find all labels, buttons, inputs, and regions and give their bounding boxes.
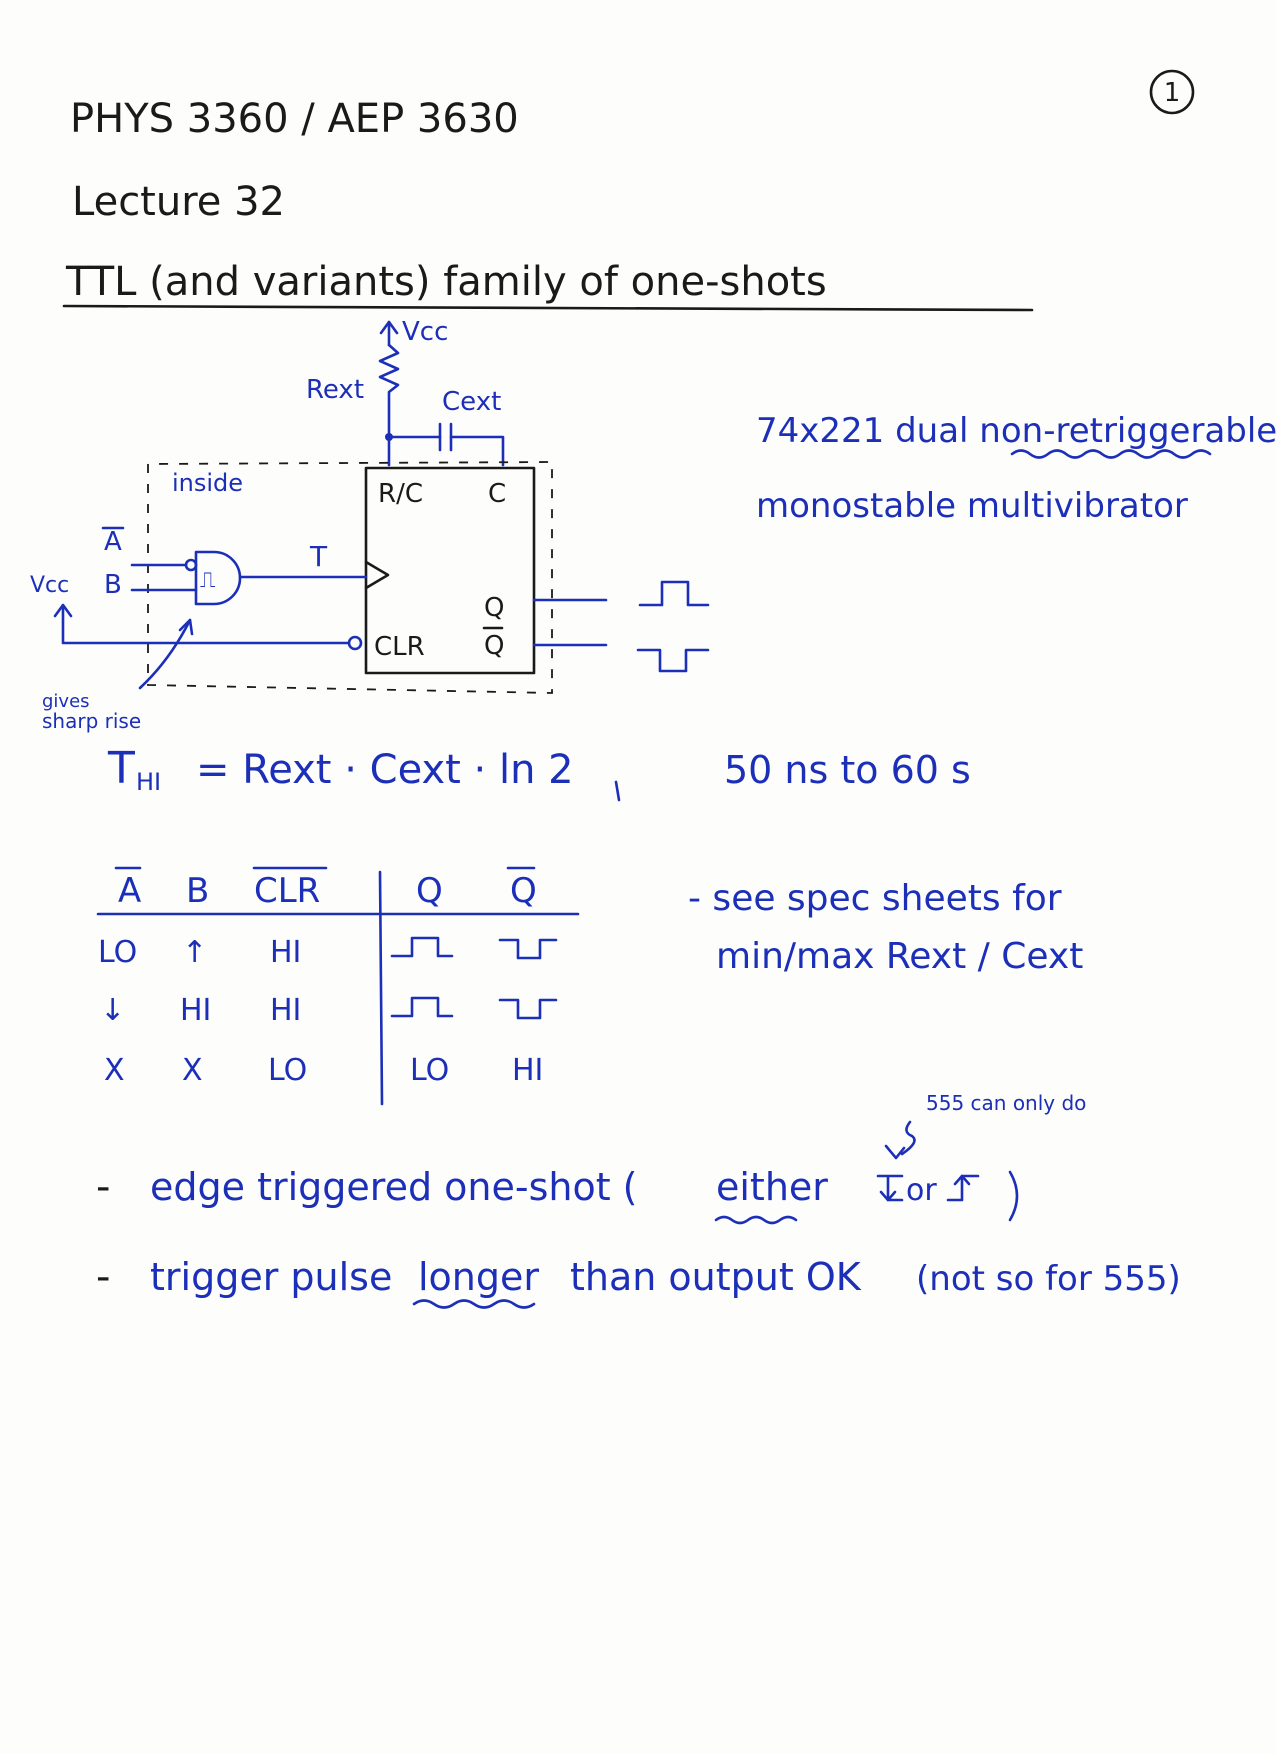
bullet1-rising-edge-icon bbox=[946, 1174, 980, 1202]
row1-clr: HI bbox=[270, 935, 301, 970]
rext-resistor bbox=[378, 343, 400, 439]
lecture-number: Lecture 32 bbox=[72, 179, 285, 225]
course-title: PHYS 3360 / AEP 3630 bbox=[70, 96, 519, 142]
chip-description-line1: 74x221 dual non-retriggerable bbox=[756, 411, 1276, 451]
q-pulse-icon bbox=[638, 580, 710, 607]
clr-inverter-bubble bbox=[347, 635, 363, 651]
row3-qbar: HI bbox=[512, 1053, 543, 1088]
cext-right-wire bbox=[449, 435, 505, 467]
pin-qbar-label: Q bbox=[484, 631, 504, 661]
row1-a: LO bbox=[98, 935, 137, 970]
pulse-width-formula: = Rext · Cext · ln 2 bbox=[196, 747, 574, 793]
vcc-left-arrow-icon bbox=[53, 603, 73, 618]
table-column-divider bbox=[378, 870, 384, 1106]
bullet2-text-c: (not so for 555) bbox=[916, 1259, 1181, 1299]
header-clr: CLR bbox=[254, 871, 320, 911]
vcc-left-label: Vcc bbox=[30, 573, 69, 598]
qbar-pulse-icon bbox=[636, 648, 710, 673]
row3-a: X bbox=[104, 1053, 125, 1088]
pulse-width-range: 50 ns to 60 s bbox=[724, 748, 971, 792]
longer-squiggle bbox=[412, 1299, 536, 1309]
either-squiggle bbox=[714, 1215, 798, 1225]
bullet1-text: edge triggered one-shot ( bbox=[150, 1165, 638, 1209]
input-b-label: B bbox=[104, 570, 122, 600]
header-a: A bbox=[118, 871, 141, 911]
vcc-top-arrow-icon bbox=[379, 320, 399, 335]
bullet1-falling-edge-icon bbox=[876, 1174, 904, 1202]
trigger-label: T bbox=[309, 540, 328, 573]
row3-b: X bbox=[182, 1053, 203, 1088]
row2-clr: HI bbox=[270, 993, 301, 1028]
bullet2-longer: longer bbox=[418, 1255, 539, 1299]
topic-underline bbox=[62, 304, 1034, 312]
chip-description-line2: monostable multivibrator bbox=[756, 486, 1188, 526]
schmitt-and-gate bbox=[194, 550, 242, 606]
row2-b: HI bbox=[180, 993, 211, 1028]
row3-clr: LO bbox=[268, 1053, 307, 1088]
spec-note-line2: min/max Rext / Cext bbox=[716, 936, 1083, 977]
row1-b-rising-edge-icon: ↑ bbox=[182, 935, 207, 970]
one-shot-circuit: Vcc Rext Cext inside R/C C Q Q CLR A B V… bbox=[30, 317, 710, 733]
inside-boundary bbox=[147, 461, 553, 694]
row3-q: LO bbox=[410, 1053, 449, 1088]
input-a-inverter-bubble bbox=[184, 558, 198, 572]
clock-edge-icon bbox=[364, 560, 390, 590]
cext-label: Cext bbox=[442, 387, 501, 417]
bullet1-either: either bbox=[716, 1165, 828, 1209]
bullet1-falling-arrow-icon bbox=[879, 1190, 897, 1202]
pin-clr-label: CLR bbox=[374, 632, 425, 662]
sharp-rise-arrow-icon bbox=[138, 618, 192, 690]
t-hi-symbol: T bbox=[107, 743, 135, 794]
row2-a-falling-edge-icon: ↓ bbox=[100, 993, 125, 1028]
side-note-arrowhead-icon bbox=[884, 1144, 906, 1160]
gives-note: gives bbox=[42, 691, 90, 712]
pin-q-label: Q bbox=[484, 593, 504, 623]
t-hi-subscript: HI bbox=[136, 768, 161, 796]
vcc-top-label: Vcc bbox=[402, 317, 448, 347]
pin-c-label: C bbox=[488, 479, 506, 509]
sharp-rise-arrowhead-icon bbox=[178, 618, 194, 636]
row2-qbar-pulse-icon bbox=[498, 998, 558, 1020]
page-number: 1 bbox=[1149, 69, 1195, 115]
spec-note-line1: - see spec sheets for bbox=[688, 878, 1062, 919]
header-b: B bbox=[186, 871, 209, 911]
bullet1-dash: - bbox=[96, 1164, 110, 1210]
sharp-rise-note: sharp rise bbox=[42, 709, 141, 733]
inside-label: inside bbox=[172, 469, 243, 497]
page-number-text: 1 bbox=[1164, 78, 1181, 108]
schmitt-symbol-icon: ⎍ bbox=[200, 568, 215, 593]
bullet1-rising-arrow-icon bbox=[953, 1174, 971, 1186]
clr-wire bbox=[61, 604, 350, 645]
pin-rc-label: R/C bbox=[378, 479, 423, 509]
side-note-555: 555 can only do bbox=[926, 1091, 1086, 1115]
formula-separator bbox=[614, 780, 621, 802]
chip-body bbox=[364, 466, 536, 675]
row1-q-pulse-icon bbox=[390, 936, 454, 958]
row1-qbar-pulse-icon bbox=[498, 938, 558, 960]
non-retriggerable-squiggle bbox=[1010, 449, 1212, 459]
input-a-label: A bbox=[104, 527, 122, 557]
bullet1-or: or bbox=[906, 1173, 937, 1208]
row2-q-pulse-icon bbox=[390, 996, 454, 1018]
bullet2-dash: - bbox=[96, 1254, 110, 1300]
header-qbar: Q bbox=[510, 871, 537, 911]
truth-table: A B CLR Q Q LO ↑ HI ↓ HI HI X X LO LO HI bbox=[96, 866, 580, 1106]
bullet2-text-a: trigger pulse bbox=[150, 1255, 392, 1299]
lecture-topic: TTL (and variants) family of one-shots bbox=[65, 259, 827, 305]
bullet2-text-b: than output OK bbox=[570, 1255, 862, 1299]
side-note-arrow-icon bbox=[900, 1120, 916, 1156]
header-q: Q bbox=[416, 871, 443, 911]
bullet1-close-paren bbox=[1008, 1170, 1019, 1222]
rext-label: Rext bbox=[306, 375, 364, 405]
